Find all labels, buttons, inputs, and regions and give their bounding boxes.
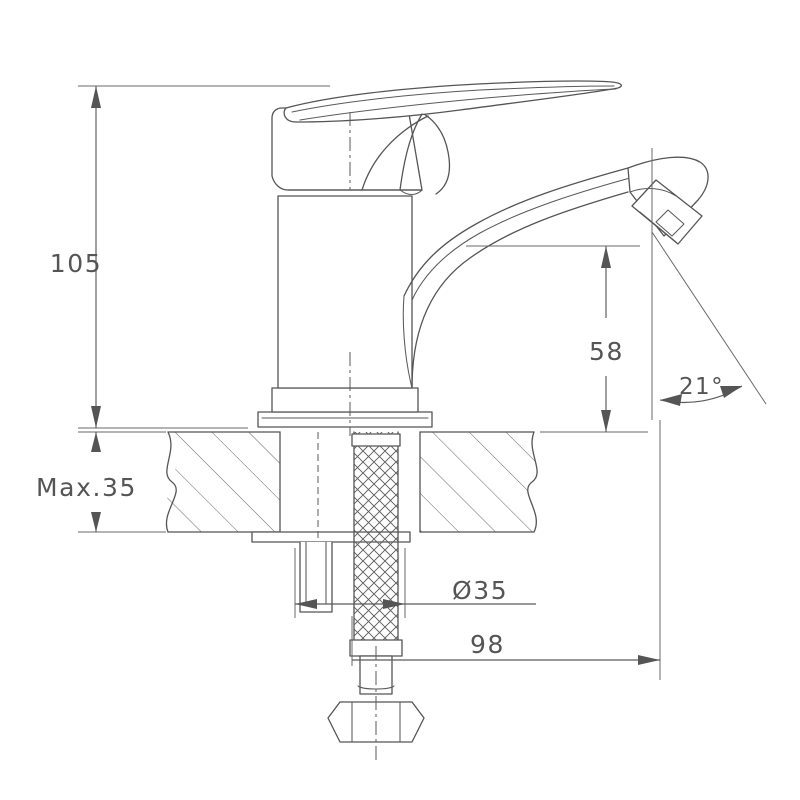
body-lower-collar (271, 387, 419, 413)
dim-max35-arrow-top (91, 432, 101, 452)
lever-stem-right-curve (399, 113, 423, 191)
countertop-left-hatch (166, 432, 280, 532)
countertop-section (165, 431, 538, 533)
dim-58-label: 58 (589, 337, 624, 366)
underdeck-hardware (251, 431, 425, 743)
dimension-spout-reach: 98 (351, 420, 661, 680)
aerator-seam (629, 187, 677, 197)
dim-105-arrow-top (91, 86, 101, 108)
aerator-screen-detail (655, 209, 685, 237)
countertop-right-edges (419, 431, 535, 533)
dim-max35-arrow-bottom (91, 512, 101, 532)
clamp-screw-body (299, 541, 333, 613)
dim-max35-label: Max.35 (36, 473, 137, 502)
countertop-right-break-line (527, 431, 538, 533)
spout-root-blend (402, 295, 413, 389)
dim-21-label: 21° (679, 374, 724, 400)
dim-98-label: 98 (470, 630, 505, 659)
aerator-assembly (627, 156, 709, 245)
lever-stem-foot (399, 189, 423, 196)
dimension-deck-thickness: Max.35 (36, 431, 166, 533)
lever-handle-top-seam (291, 85, 615, 113)
spout-lower-profile (411, 191, 629, 389)
dim-98-arrow-right (638, 655, 660, 665)
spout-upper-profile (403, 167, 629, 297)
body-column (277, 195, 413, 389)
faucet-body-group (257, 80, 709, 428)
dim-21-ext-angled (651, 231, 767, 405)
hose-upper-ferrule (351, 433, 401, 447)
countertop-right-hatch (420, 432, 538, 532)
dim-21-arrow-left (660, 394, 682, 406)
dim-58-arrow-bottom (601, 410, 611, 432)
braided-hose-mesh (354, 432, 398, 640)
countertop-left-break-line (165, 431, 177, 533)
aerator-face-line-1 (639, 211, 677, 243)
dim-105-arrow-bottom (91, 406, 101, 428)
dim-d35-label: Ø35 (452, 576, 508, 605)
hex-nut-facet-lines (351, 701, 401, 743)
spout-inner-highlight (411, 177, 631, 301)
dimension-height-total: 105 (50, 85, 330, 429)
lever-handle-mid-seam (299, 88, 617, 121)
centerlines-group (349, 112, 653, 760)
dim-58-arrow-top (601, 246, 611, 268)
dimension-hole-diameter: Ø35 (294, 548, 536, 618)
base-flange (257, 411, 433, 428)
dim-d35-arrow-right (383, 599, 405, 609)
dimension-spout-height: 58 (466, 245, 648, 433)
dim-21-arrow-right (720, 386, 742, 398)
dim-d35-arrow-left (295, 599, 317, 609)
dimension-spout-angle: 21° (651, 231, 767, 420)
dim-105-label: 105 (50, 249, 103, 278)
